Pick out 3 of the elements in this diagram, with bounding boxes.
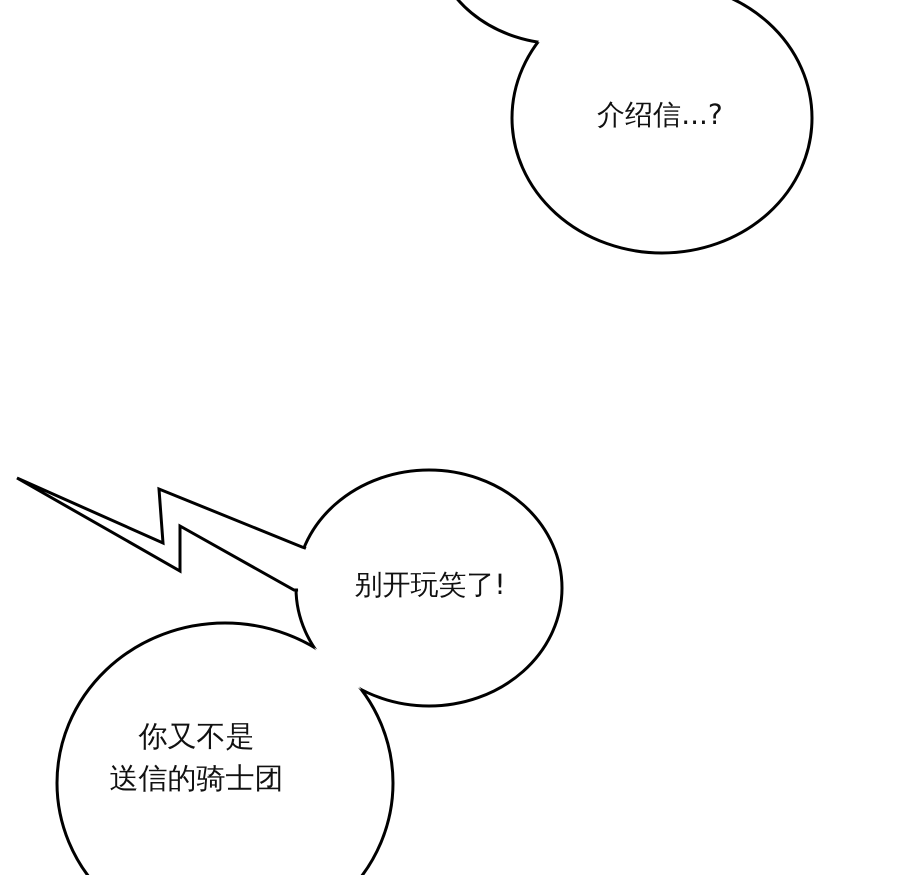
speech-text: 你又不是送信的骑士团	[108, 718, 284, 798]
speech-text: 别开玩笑了!	[353, 567, 507, 603]
speech-text: 介绍信...?	[596, 97, 724, 133]
